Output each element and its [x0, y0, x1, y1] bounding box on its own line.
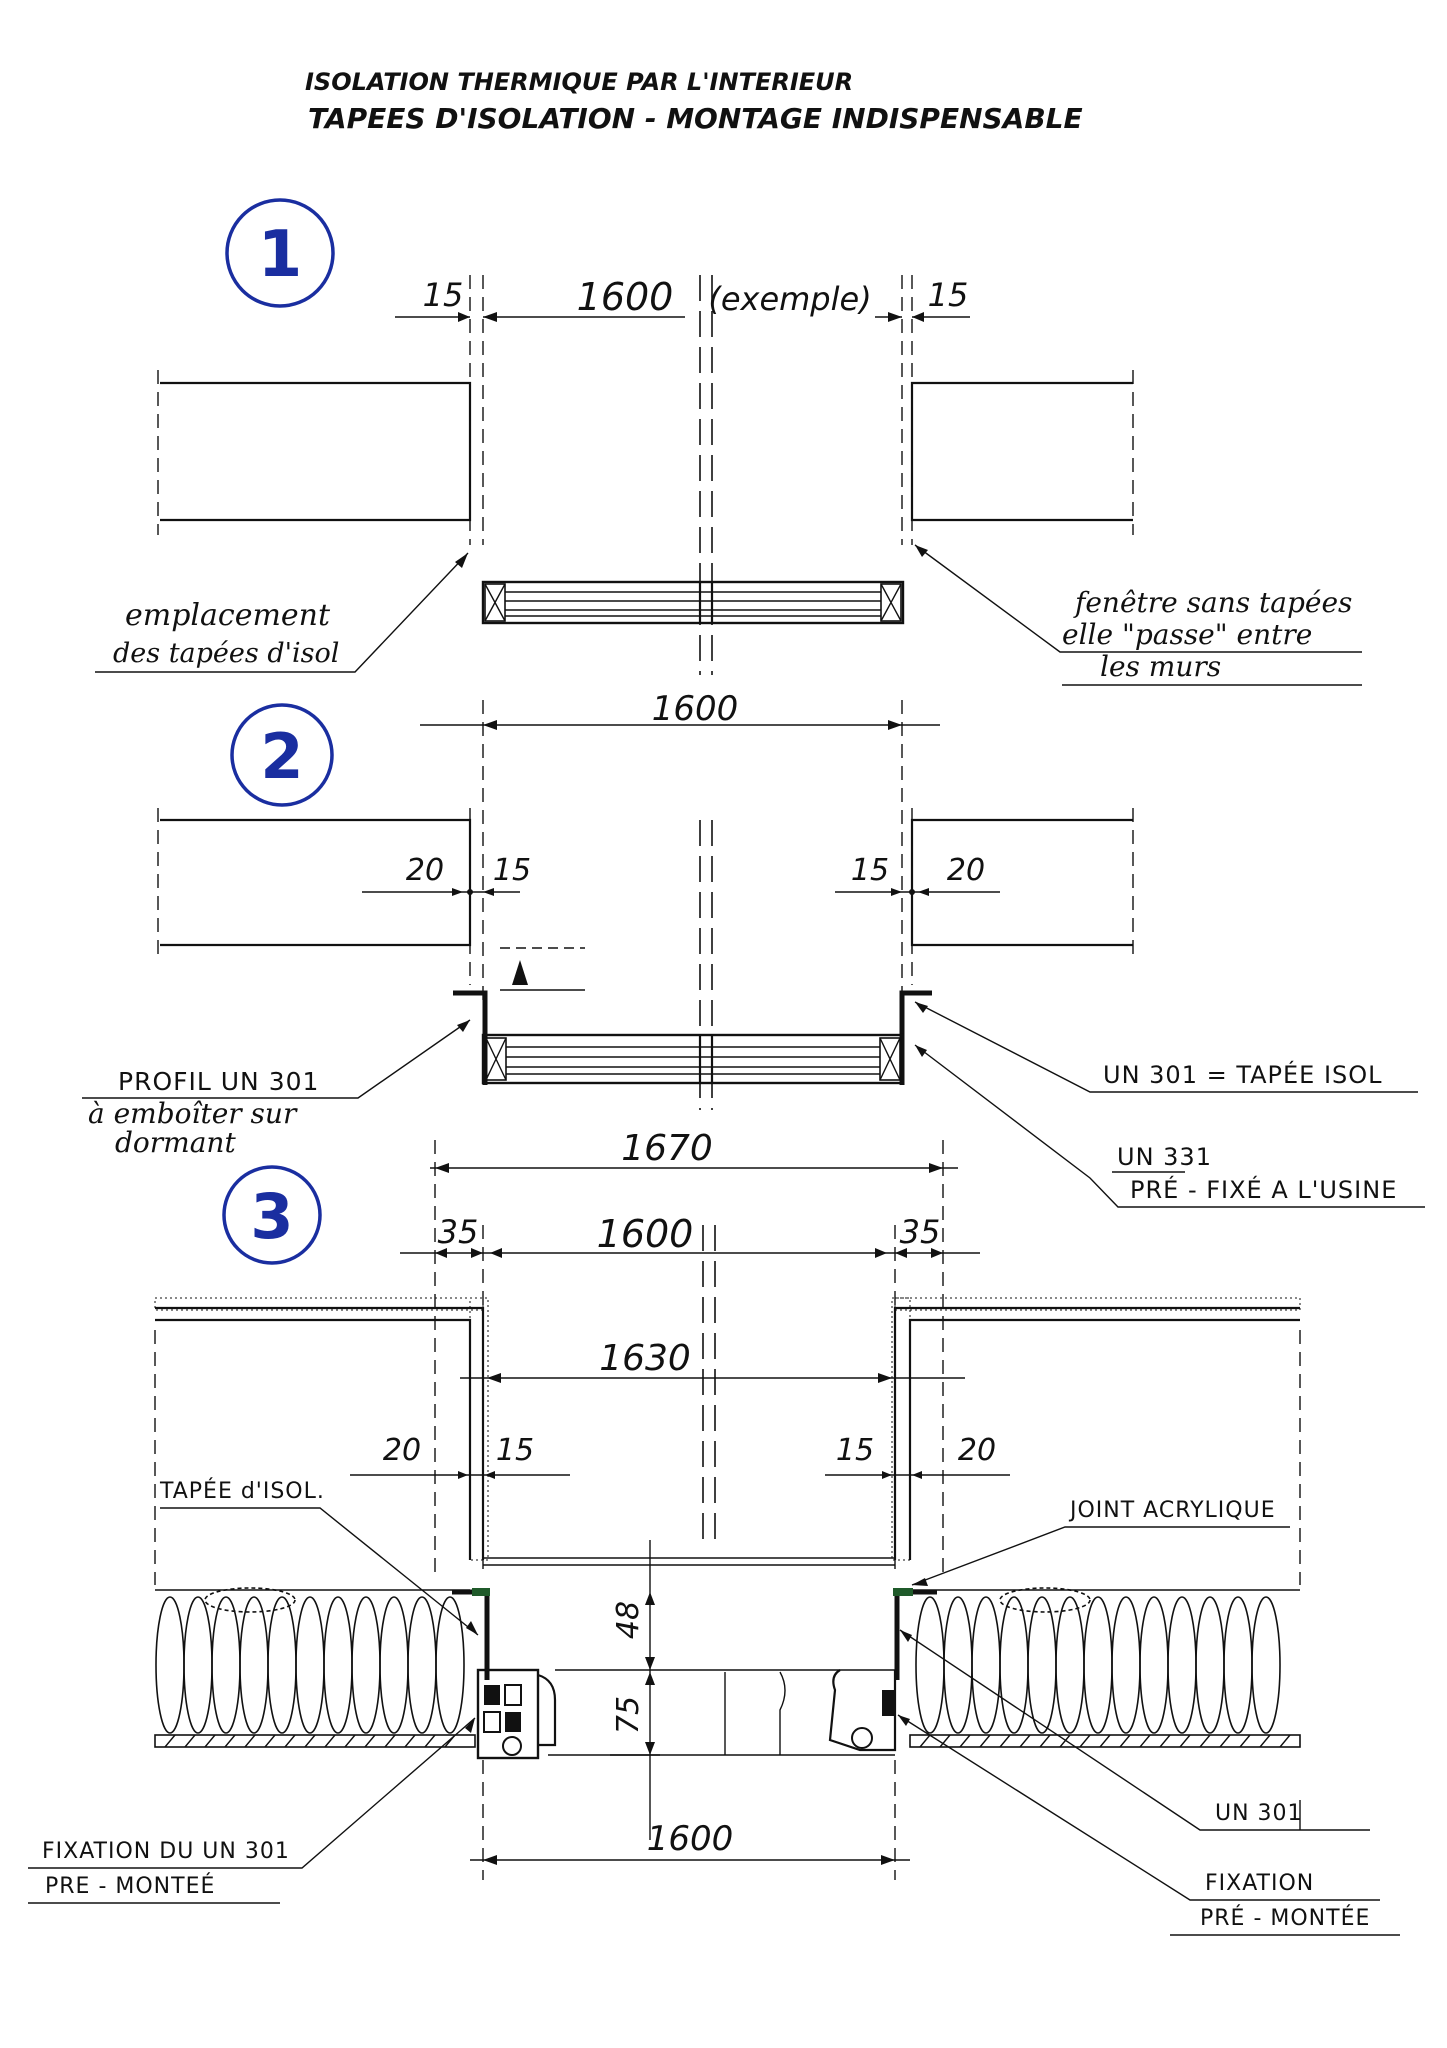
- step-3: 3 1670 35 1600 35: [28, 1128, 1400, 1936]
- step-2-label-right-top: UN 301 = TAPÉE ISOL: [914, 1001, 1418, 1093]
- step-2-label-right-bottom-line-2: PRÉ - FIXÉ A L'USINE: [1130, 1175, 1397, 1204]
- step-2-label-right-bottom-line-1: UN 331: [1117, 1143, 1212, 1171]
- step-3-dimension-overall: [430, 1140, 958, 1575]
- step-1-label-left: emplacement des tapées d'isol: [95, 552, 469, 673]
- step-3-dims-right: [825, 1471, 1010, 1479]
- step-1-label-right-line-2: elle "passe" entre: [1062, 618, 1312, 651]
- step-1-dimension-line: [395, 312, 970, 322]
- step-2-dimension-top: [420, 700, 940, 1000]
- step-3-label-un301: UN 301: [899, 1629, 1370, 1831]
- step-2-dim-top: 1600: [652, 689, 739, 729]
- header: ISOLATION THERMIQUE PAR L'INTERIEUR TAPE…: [305, 68, 1083, 135]
- step-2-label-right-bottom: UN 331 PRÉ - FIXÉ A L'USINE: [914, 1044, 1425, 1208]
- step-2: 2 1600 2: [82, 689, 1425, 1208]
- header-line-2: TAPEES D'ISOLATION - MONTAGE INDISPENSAB…: [308, 102, 1083, 135]
- step-3-profile-right: [893, 1588, 937, 1680]
- step-3-wall-left: [154, 1297, 489, 1585]
- step-2-window: [481, 1033, 905, 1085]
- step-3-dim-left-inner: 15: [496, 1433, 534, 1468]
- step-3-floor-hatch-left: [154, 1734, 476, 1748]
- step-3-dimension-bottom: [470, 1760, 910, 1880]
- step-3-dims-left: [350, 1471, 570, 1479]
- step-2-dim-left-inner: 15: [493, 853, 531, 888]
- step-2-label-left-line-2: à emboîter sur: [88, 1097, 298, 1130]
- step-2-profile-left: [453, 990, 488, 1085]
- step-2-badge: 2: [230, 703, 334, 807]
- step-3-dim-bottom: 1600: [647, 1819, 734, 1859]
- step-1-label-right-line-1: fenêtre sans tapées: [1073, 586, 1352, 619]
- step-3-frame-left: [476, 1668, 557, 1760]
- step-2-dim-right-outer: 20: [947, 853, 985, 888]
- step-3-dim-overall: 1670: [621, 1128, 713, 1169]
- step-1-label-left-line-2: des tapées d'isol: [113, 638, 339, 669]
- step-3-insulation-right: [915, 1587, 1281, 1734]
- step-3-dim-center: 1600: [597, 1212, 694, 1256]
- step-3-dimension-second: [400, 1225, 980, 1570]
- step-2-label-right-top-text: UN 301 = TAPÉE ISOL: [1103, 1060, 1383, 1089]
- step-3-dim-vert-bottom: 75: [611, 1696, 646, 1734]
- step-2-label-left-line-3: dormant: [115, 1126, 236, 1159]
- step-3-circle: [222, 1165, 322, 1265]
- step-3-label-fix-right: FIXATION PRÉ - MONTÉE: [897, 1714, 1400, 1936]
- step-3-profile-left: [452, 1588, 490, 1680]
- step-2-dims-left: [362, 888, 520, 896]
- step-2-dim-left-outer: 20: [406, 853, 444, 888]
- step-2-number: 2: [260, 720, 303, 793]
- step-2-wall-left: [157, 808, 472, 985]
- step-1-label-right: fenêtre sans tapées elle "passe" entre l…: [914, 544, 1362, 686]
- step-1-label-left-line-1: emplacement: [125, 598, 331, 633]
- step-3-sill-lines: [155, 1557, 1300, 1591]
- step-3-insulation-left: [155, 1587, 465, 1734]
- step-2-wall-right: [910, 808, 1134, 985]
- step-3-dim-left-outer: 20: [383, 1433, 421, 1468]
- step-2-dims-right: [835, 888, 1000, 896]
- step-3-floor-hatch-right: [909, 1734, 1301, 1748]
- step-2-circle: [230, 703, 334, 807]
- step-3-label-fix-left-line-1: FIXATION DU UN 301: [42, 1839, 290, 1864]
- step-2-offset-marker: [500, 947, 585, 991]
- step-1-dim-center: 1600: [577, 275, 674, 319]
- header-line-1: ISOLATION THERMIQUE PAR L'INTERIEUR: [305, 68, 853, 96]
- step-1-label-right-line-3: les murs: [1100, 650, 1221, 683]
- step-1-circle: [225, 198, 335, 308]
- step-3-label-un301-text: UN 301: [1215, 1801, 1303, 1826]
- step-3-dim-inner: 1630: [599, 1338, 691, 1379]
- step-1: 1 15 1600 (exemple): [95, 198, 1362, 686]
- step-3-dim-right: 35: [900, 1213, 941, 1251]
- step-3-dimension-inner: [460, 1373, 965, 1383]
- step-3-badge: 3: [222, 1165, 322, 1265]
- step-3-frame-center: [548, 1669, 895, 1756]
- step-3-frame-right: [828, 1669, 897, 1752]
- step-3-label-fix-right-line-2: PRÉ - MONTÉE: [1200, 1905, 1370, 1931]
- step-1-wall-right: [910, 370, 1134, 535]
- step-3-dim-right-outer: 20: [958, 1433, 996, 1468]
- step-3-label-joint-text: JOINT ACRYLIQUE: [1068, 1498, 1276, 1523]
- step-2-label-left-line-1: PROFIL UN 301: [118, 1067, 319, 1096]
- step-1-dim-right: 15: [928, 276, 969, 314]
- step-3-label-tapee-text: TAPÉE d'ISOL.: [159, 1478, 325, 1504]
- step-3-label-joint: JOINT ACRYLIQUE: [911, 1498, 1290, 1586]
- step-3-number: 3: [250, 1180, 293, 1253]
- step-2-dim-right-inner: 15: [851, 853, 889, 888]
- step-1-badge: 1: [225, 198, 335, 308]
- step-3-dim-left: 35: [438, 1213, 479, 1251]
- step-3-label-fix-right-line-1: FIXATION: [1205, 1871, 1314, 1896]
- step-1-window: [481, 580, 905, 625]
- step-3-label-fix-left-line-2: PRE - MONTEÉ: [45, 1873, 215, 1899]
- step-2-profile-right: [899, 990, 932, 1085]
- step-3-wall-right: [891, 1297, 1301, 1585]
- step-1-number: 1: [258, 218, 303, 292]
- step-3-label-tapee: TAPÉE d'ISOL.: [159, 1478, 479, 1636]
- step-3-label-fix-left: FIXATION DU UN 301 PRE - MONTEÉ: [28, 1717, 476, 1904]
- step-3-dimension-vertical: [610, 1540, 660, 1840]
- step-1-dim-note: (exemple): [708, 280, 871, 318]
- step-3-dim-right-inner: 15: [836, 1433, 874, 1468]
- step-2-label-left: PROFIL UN 301 à emboîter sur dormant: [82, 1019, 471, 1159]
- step-1-wall-left: [157, 370, 472, 535]
- step-3-dim-vert-top: 48: [611, 1601, 646, 1639]
- step-1-dim-left: 15: [423, 276, 464, 314]
